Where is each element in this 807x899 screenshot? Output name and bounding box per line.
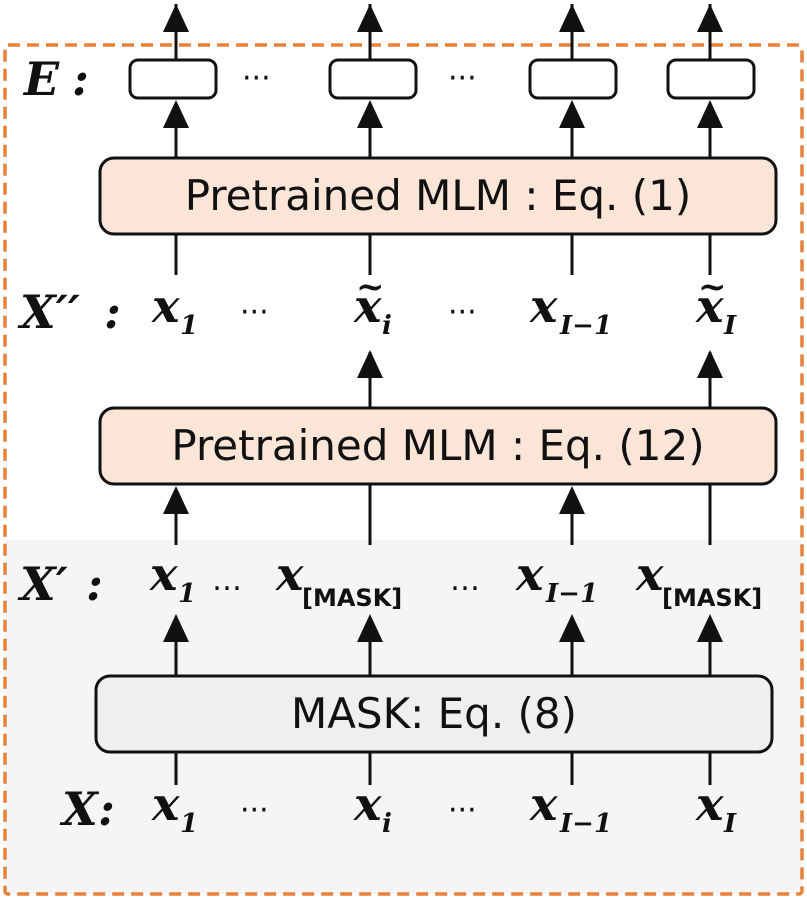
x-token-x1-sub: 1: [180, 809, 198, 839]
xpp-token-x1: x: [151, 279, 180, 333]
label-x: X: [59, 782, 100, 836]
xpp-token-xI-tilde-x: x: [695, 279, 724, 333]
xpp-token-xi-tilde: ~: [356, 267, 385, 307]
embedding-box-2: [328, 58, 418, 100]
xp-token-xmask1-sub: [MASK]: [302, 584, 402, 612]
top-output-arrows: [174, 4, 712, 60]
xp-token-xI-1: x: [515, 547, 544, 601]
mlm12-to-xpp-arrowheads: [357, 350, 723, 378]
outer-dashed-border: [3, 43, 804, 896]
label-xp: X′: [17, 557, 68, 611]
embedding-box-4: [666, 58, 756, 100]
mask-eq8-label: MASK: Eq. (8): [291, 689, 577, 738]
xp-token-x1: x: [149, 547, 178, 601]
x-token-xI-1-sub: I−1: [559, 809, 612, 839]
label-e-colon: :: [72, 52, 89, 106]
xp-token-xmask2: x: [635, 547, 664, 601]
xpp-token-xI-1-sub: I−1: [559, 311, 612, 341]
xpp-token-xi-tilde-x: x: [353, 279, 382, 333]
xpp-token-x1-sub: 1: [180, 311, 198, 341]
mlm-eq1-box: [98, 156, 778, 236]
xpp-token-xI-1: x: [529, 279, 558, 333]
mlm12-to-xpp-arrows: [368, 352, 712, 408]
mask-eq8-box: [94, 674, 774, 754]
ellipsis-x-2: ···: [448, 793, 477, 828]
label-x-colon: :: [98, 782, 115, 836]
xp-to-mlm12-lines: [174, 484, 712, 545]
embedding-box-1: [128, 58, 218, 100]
xp-to-mlm12-arrowheads: [163, 486, 585, 514]
top-arrowheads: [163, 4, 723, 32]
label-xp-colon: :: [86, 557, 103, 611]
ellipsis-xpp-2: ···: [448, 295, 477, 330]
ellipsis-xp-1: …: [212, 563, 242, 598]
embedding-box-3: [528, 58, 618, 100]
xp-token-x1-sub: 1: [178, 579, 196, 609]
xpp-to-mlm1-lines: [174, 234, 712, 275]
x-token-x1: x: [151, 777, 180, 831]
xpp-token-xI-tilde: ~: [698, 267, 727, 307]
x-token-xI-1: x: [529, 777, 558, 831]
label-xpp: X′′: [17, 285, 80, 339]
ellipsis-xp-2: …: [450, 563, 480, 598]
x-token-xI: x: [695, 777, 724, 831]
mask-to-xp-arrowheads: [163, 614, 723, 642]
label-e: E: [22, 52, 60, 106]
xpp-token-xi-sub: i: [382, 311, 392, 341]
ellipsis-e-2: ···: [448, 61, 477, 96]
xp-token-xmask1: x: [275, 547, 304, 601]
mlm1-to-e-arrowheads: [163, 100, 723, 128]
mlm-eq1-label: Pretrained MLM : Eq. (1): [185, 171, 692, 220]
x-to-mask-lines: [174, 752, 712, 785]
label-xpp-colon: :: [104, 285, 121, 339]
mlm-eq12-label: Pretrained MLM : Eq. (12): [171, 421, 704, 470]
x-token-xi: x: [353, 777, 382, 831]
xpp-token-xI-sub: I: [723, 311, 737, 341]
xp-token-xmask2-sub: [MASK]: [662, 584, 762, 612]
mlm1-to-e-arrows: [174, 108, 712, 158]
ellipsis-xpp-1: ···: [240, 295, 269, 330]
xp-token-xI-1-sub: I−1: [545, 579, 598, 609]
x-token-xi-sub: i: [382, 809, 392, 839]
ellipsis-e-1: ···: [242, 61, 271, 96]
ellipsis-x-1: ···: [240, 793, 269, 828]
mlm-eq12-box: [98, 406, 778, 486]
x-token-xI-sub: I: [723, 809, 737, 839]
